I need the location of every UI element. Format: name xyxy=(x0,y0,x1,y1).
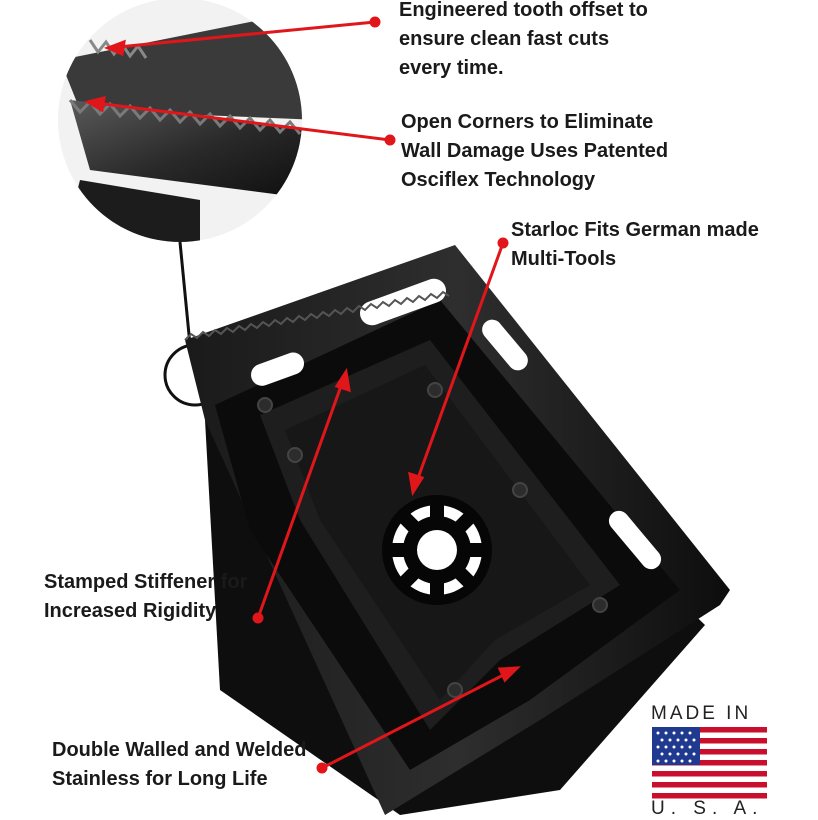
callout-tooth-offset: Engineered tooth offset to ensure clean … xyxy=(399,0,648,83)
made-in-label: MADE IN xyxy=(651,703,752,724)
callout-line: Stamped Stiffener for xyxy=(44,571,248,593)
callout-line: every time. xyxy=(399,57,504,79)
callout-line: Engineered tooth offset to xyxy=(399,0,648,21)
blade-image xyxy=(184,245,730,815)
callout-line: Double Walled and Welded xyxy=(52,739,307,761)
callout-line: Open Corners to Eliminate xyxy=(401,111,654,133)
tooth-detail-zoom xyxy=(58,0,302,242)
callout-line: Wall Damage Uses Patented xyxy=(401,140,669,162)
callout-line: Starloc Fits German made xyxy=(511,219,759,241)
usa-label: U. S. A. xyxy=(651,798,764,819)
callout-line: Multi-Tools xyxy=(511,248,617,270)
callout-line: Stainless for Long Life xyxy=(52,768,268,790)
callout-open-corners: Open Corners to Eliminate Wall Damage Us… xyxy=(401,108,668,195)
usa-flag-icon xyxy=(652,727,767,799)
callout-line: Increased Rigidity xyxy=(44,600,217,622)
callout-stiffener: Stamped Stiffener for Increased Rigidity xyxy=(44,568,247,626)
callout-starloc: Starloc Fits German made Multi-Tools xyxy=(511,216,759,274)
callout-double-walled: Double Walled and Welded Stainless for L… xyxy=(52,736,306,794)
callout-line: ensure clean fast cuts xyxy=(399,28,610,50)
leader-lines xyxy=(84,16,521,774)
callout-line: Osciflex Technology xyxy=(401,169,596,191)
